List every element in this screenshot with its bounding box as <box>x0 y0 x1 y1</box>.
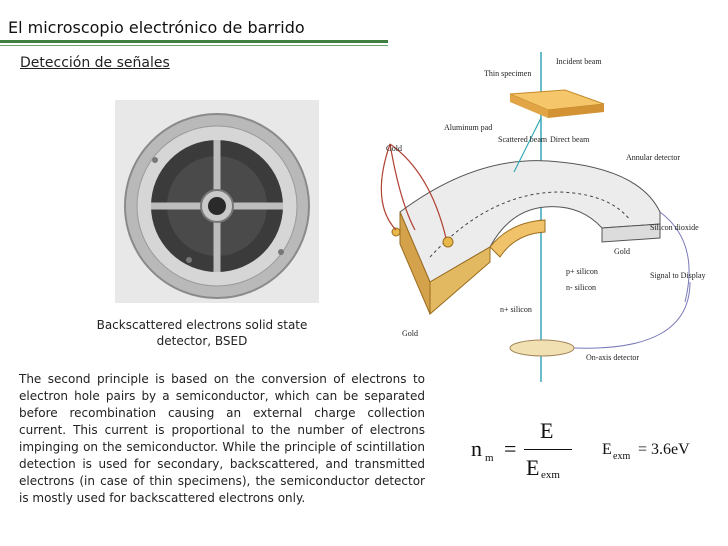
label-annular-detector: Annular detector <box>626 153 680 162</box>
label-n-plus-silicon: n+ silicon <box>500 305 532 314</box>
section-subtitle: Detección de señales <box>20 55 170 71</box>
label-gold-top: Gold <box>386 144 402 153</box>
photo-caption: Backscattered electrons solid state dete… <box>86 317 318 349</box>
label-gold-bottom: Gold <box>402 329 418 338</box>
label-p-silicon: p+ silicon <box>566 267 598 276</box>
formula-fraction-bar <box>524 449 572 450</box>
label-signal-to-display: Signal to Display <box>650 271 706 280</box>
label-aluminum-pad: Aluminum pad <box>444 123 492 132</box>
label-silicon-dioxide: Silicon dioxide <box>650 223 699 232</box>
body-paragraph: The second principle is based on the con… <box>19 372 425 505</box>
label-gold-mid: Gold <box>614 247 630 256</box>
title-underline-thin <box>0 45 388 46</box>
page-title: El microscopio electrónico de barrido <box>8 18 305 37</box>
label-n-silicon: n- silicon <box>566 283 596 292</box>
caption-line-2: detector, BSED <box>156 334 248 348</box>
formula-n: n <box>471 436 482 461</box>
label-incident-beam: Incident beam <box>556 57 602 66</box>
bsed-detector-photo <box>115 100 319 303</box>
detector-schematic: Incident beam Thin specimen Aluminum pad… <box>360 52 728 382</box>
label-thin-specimen: Thin specimen <box>484 69 531 78</box>
formula-equals: = <box>504 436 517 461</box>
formula-denominator: E <box>526 455 540 480</box>
label-scattered-beam: Scattered beam <box>498 135 548 144</box>
formula-denominator-subscript: exm <box>541 469 560 481</box>
label-on-axis-detector: On-axis detector <box>586 353 639 362</box>
formula-n-subscript: m <box>485 452 494 464</box>
formula-eexm-value: = 3.6eV <box>638 441 690 458</box>
formula-eexm-subscript: exm <box>613 451 631 462</box>
title-underline <box>0 40 388 43</box>
formula-numerator: E <box>540 418 554 443</box>
formula-eexm-symbol: E <box>602 441 612 458</box>
label-direct-beam: Direct beam <box>550 135 590 144</box>
caption-line-1: Backscattered electrons solid state <box>96 318 308 332</box>
